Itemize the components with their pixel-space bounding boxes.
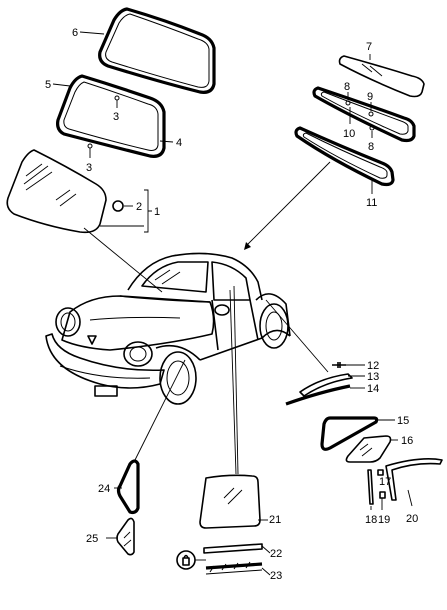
callout-10: 10 xyxy=(343,128,355,140)
clip-17 xyxy=(377,469,384,476)
windshield-seal-6 xyxy=(98,7,216,94)
clip-19 xyxy=(379,491,386,499)
vent-glass-25 xyxy=(116,517,135,556)
callout-11: 11 xyxy=(366,197,377,209)
rear-window-seal-11 xyxy=(294,126,395,187)
strip-18 xyxy=(367,469,374,505)
callout-13: 13 xyxy=(367,371,379,383)
callout-1: 1 xyxy=(154,206,160,218)
windshield-glass-1 xyxy=(6,149,107,234)
adhesive-symbol xyxy=(176,550,196,570)
quarter-frame-15 xyxy=(320,416,379,451)
arrow-to-car-front xyxy=(83,227,163,293)
callout-15: 15 xyxy=(397,415,409,427)
callout-7: 7 xyxy=(366,41,372,53)
seal-14 xyxy=(285,384,351,406)
trim-13 xyxy=(299,373,353,397)
clip-3a xyxy=(114,95,120,101)
channel-22 xyxy=(203,543,263,554)
callout-6: 6 xyxy=(72,27,78,39)
leader-4 xyxy=(159,140,174,143)
rail-23 xyxy=(205,561,263,575)
vent-frame-24 xyxy=(116,459,140,515)
bracket-2 xyxy=(112,200,124,212)
screw-12 xyxy=(332,362,346,368)
callout-3a: 3 xyxy=(113,111,119,123)
callout-24: 24 xyxy=(98,483,110,495)
callout-9: 9 xyxy=(367,91,373,103)
callout-23: 23 xyxy=(270,570,282,582)
callout-16: 16 xyxy=(401,435,413,447)
callout-20: 20 xyxy=(406,513,418,525)
leader-5 xyxy=(52,83,71,87)
rear-window-frame-10 xyxy=(312,86,416,143)
bracket-1 xyxy=(144,189,152,233)
leader-6 xyxy=(79,31,105,35)
callout-4: 4 xyxy=(176,137,182,149)
windshield-frame-5 xyxy=(56,74,166,158)
callout-19: 19 xyxy=(378,514,390,526)
leader-door xyxy=(229,289,237,475)
callout-14: 14 xyxy=(367,383,379,395)
arrow-to-car-rear xyxy=(245,161,331,247)
callout-3b: 3 xyxy=(86,162,92,174)
callout-25: 25 xyxy=(86,533,98,545)
callout-2: 2 xyxy=(136,201,142,213)
callout-12: 12 xyxy=(367,360,379,372)
leader-vent xyxy=(133,359,186,463)
quarter-glass-16 xyxy=(345,435,392,463)
car-911-coupe xyxy=(45,252,291,405)
seal-20 xyxy=(385,458,443,501)
callout-8b: 8 xyxy=(368,141,374,153)
callout-5: 5 xyxy=(45,79,51,91)
door-glass-21 xyxy=(199,474,261,529)
callout-22: 22 xyxy=(270,548,282,560)
callout-8a: 8 xyxy=(344,81,350,93)
rear-window-7 xyxy=(338,55,425,98)
clip-3b xyxy=(87,143,93,149)
callout-18: 18 xyxy=(365,514,377,526)
callout-21: 21 xyxy=(269,514,281,526)
